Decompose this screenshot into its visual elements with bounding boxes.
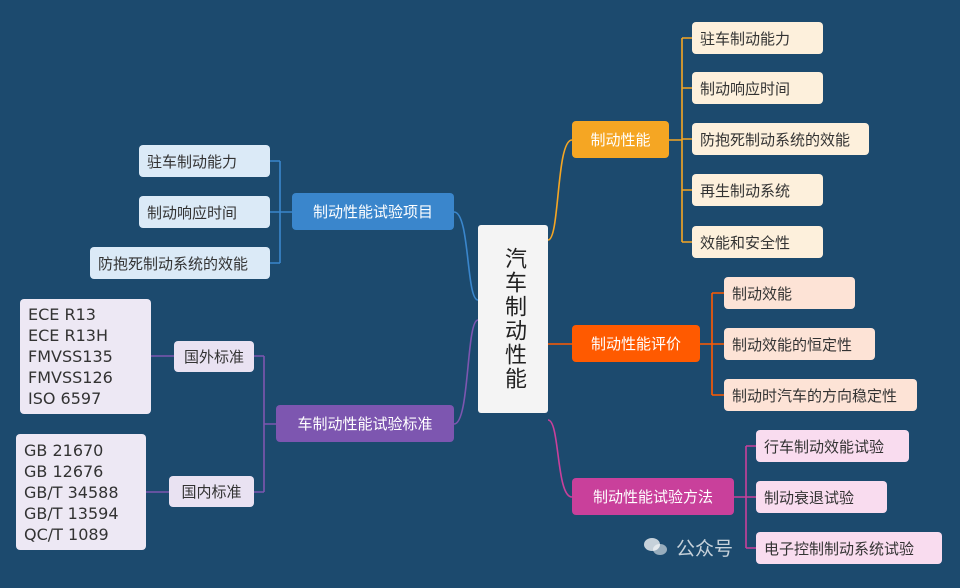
- leaf-node[interactable]: 制动时汽车的方向稳定性: [724, 379, 917, 411]
- leaf-node[interactable]: 再生制动系统: [692, 174, 823, 206]
- branch-braking-performance[interactable]: 制动性能: [572, 121, 669, 158]
- foreign-standards-list: ECE R13 ECE R13H FMVSS135 FMVSS126 ISO 6…: [20, 299, 151, 414]
- connector: [669, 37, 692, 243]
- watermark: 公众号: [644, 532, 733, 562]
- sub-branch-foreign-standards[interactable]: 国外标准: [174, 341, 254, 372]
- domestic-standards-list: GB 21670 GB 12676 GB/T 34588 GB/T 13594 …: [16, 434, 146, 550]
- leaf-node[interactable]: 驻车制动能力: [139, 145, 270, 177]
- standard-item: GB 12676: [24, 461, 104, 481]
- standard-item: GB/T 13594: [24, 503, 119, 523]
- sub-branch-domestic-standards[interactable]: 国内标准: [169, 476, 254, 507]
- leaf-node[interactable]: 电子控制制动系统试验: [756, 532, 942, 564]
- leaf-node[interactable]: 制动响应时间: [139, 196, 270, 228]
- standard-item: GB/T 34588: [24, 482, 119, 502]
- standard-item: QC/T 1089: [24, 524, 109, 544]
- wechat-icon: [644, 536, 668, 558]
- standard-item: FMVSS135: [28, 347, 113, 366]
- standard-item: GB 21670: [24, 440, 104, 460]
- connector: [453, 319, 479, 425]
- branch-test-items[interactable]: 制动性能试验项目: [292, 193, 454, 230]
- leaf-node[interactable]: 制动衰退试验: [756, 481, 887, 513]
- leaf-node[interactable]: 防抱死制动系统的效能: [692, 123, 869, 155]
- leaf-node[interactable]: 驻车制动能力: [692, 22, 823, 54]
- watermark-text: 公众号: [676, 537, 734, 560]
- leaf-node[interactable]: 行车制动效能试验: [756, 430, 909, 462]
- standard-item: ECE R13: [28, 305, 96, 324]
- leaf-node[interactable]: 防抱死制动系统的效能: [90, 247, 270, 279]
- connector: [547, 139, 573, 241]
- standard-item: ECE R13H: [28, 326, 108, 345]
- leaf-node[interactable]: 制动效能的恒定性: [724, 328, 875, 360]
- branch-test-standards[interactable]: 车制动性能试验标准: [276, 405, 454, 442]
- connector: [700, 292, 724, 396]
- connector: [547, 419, 573, 498]
- connector: [270, 160, 292, 264]
- center-topic[interactable]: 汽车制动性能: [478, 225, 548, 413]
- leaf-node[interactable]: 效能和安全性: [692, 226, 823, 258]
- leaf-node[interactable]: 制动响应时间: [692, 72, 823, 104]
- standard-item: ISO 6597: [28, 389, 102, 408]
- connector: [734, 445, 756, 549]
- connector: [254, 355, 276, 493]
- branch-test-methods[interactable]: 制动性能试验方法: [572, 478, 734, 515]
- branch-performance-evaluation[interactable]: 制动性能评价: [572, 325, 700, 362]
- connector: [453, 211, 479, 301]
- leaf-node[interactable]: 制动效能: [724, 277, 855, 309]
- standard-item: FMVSS126: [28, 368, 113, 387]
